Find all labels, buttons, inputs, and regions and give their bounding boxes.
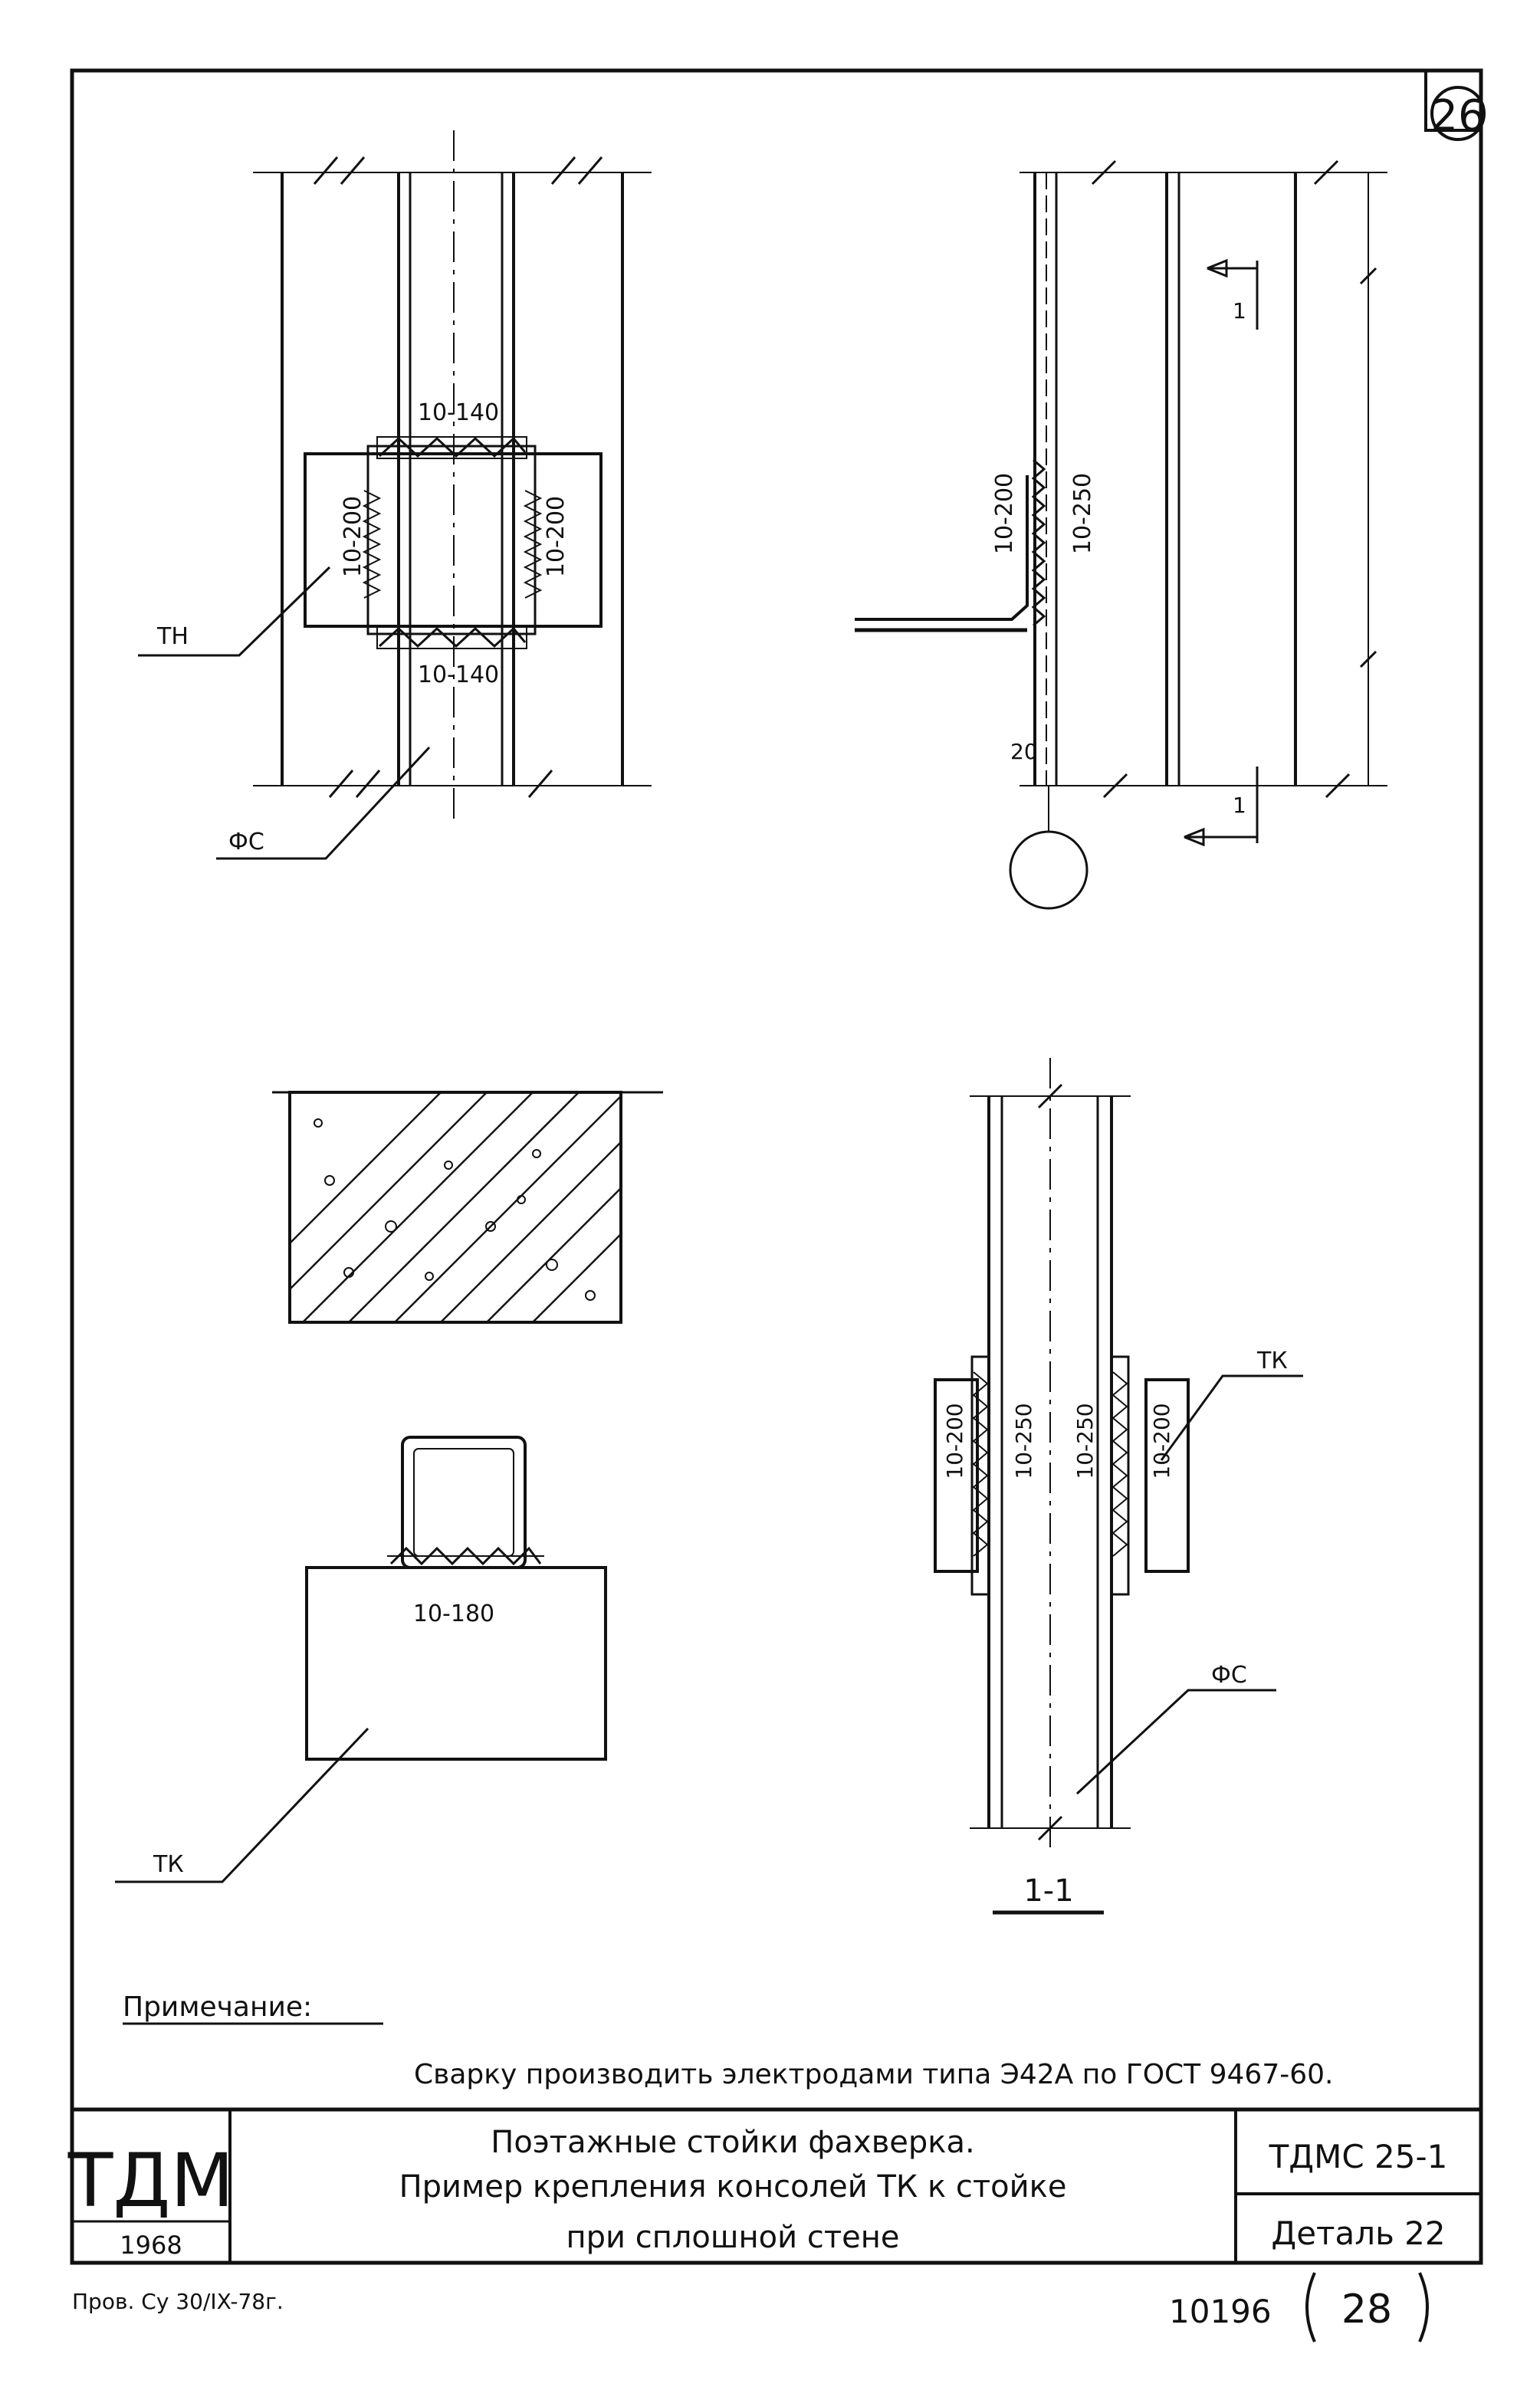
view-top-right: 10-200 10-250 20 1 1: [855, 159, 1387, 910]
axis-bubble: [1009, 830, 1089, 910]
org-year: 1968: [120, 2231, 182, 2260]
title-line-1: Поэтажные стойки фахверка.: [491, 2125, 974, 2160]
weld-label-top: 10-140: [418, 399, 499, 426]
footer: Пров. Су 30/IX-78г. 10196 28: [72, 2272, 1429, 2343]
org-logo-text: ТДМ: [67, 2138, 234, 2224]
view-top-left: 10-140 10-200 10-200 10-140 ТН ФС: [138, 130, 652, 860]
view-bottom-left: 10-180 ТК: [115, 1091, 663, 1883]
view-bottom-right: 10-200 10-250 10-250 10-200 ТК ФС 1-1: [934, 1058, 1303, 1915]
weld-label-1-1-a: 10-200: [942, 1403, 967, 1479]
dim-20: 20: [1010, 739, 1038, 764]
weld-label-tk: 10-180: [413, 1601, 494, 1627]
detail-number: Деталь 22: [1271, 2215, 1445, 2252]
section-mark-bottom: 1: [1233, 793, 1246, 818]
label-fs: ФС: [228, 829, 264, 855]
label-tk-bottom-left: ТК: [153, 1851, 184, 1878]
title-line-3: при сплошной стене: [566, 2220, 899, 2255]
weld-label-1-1-d: 10-200: [1149, 1403, 1174, 1479]
note: Примечание: Сварку производить электрода…: [123, 1991, 1333, 2090]
weld-label-right-tr: 10-250: [1069, 473, 1096, 554]
weld-label-right: 10-200: [543, 496, 570, 577]
title-block: ТДМ 1968 Поэтажные стойки фахверка. Прим…: [67, 2107, 1481, 2263]
label-th: ТН: [156, 623, 189, 650]
note-text: Сварку производить электродами типа Э42А…: [414, 2059, 1333, 2090]
sheet-border: [70, 68, 1483, 2265]
document-code: ТДМС 25-1: [1269, 2138, 1448, 2175]
check-note: Пров. Су 30/IX-78г.: [72, 2289, 284, 2314]
corner-mark: 26: [1424, 71, 1486, 141]
weld-label-left-tr: 10-200: [991, 473, 1018, 554]
label-tk-1-1: ТК: [1256, 1348, 1288, 1374]
note-heading: Примечание:: [123, 1991, 312, 2023]
archive-number: 10196: [1169, 2293, 1272, 2330]
page-number: 28: [1341, 2287, 1392, 2333]
weld-label-1-1-b: 10-250: [1011, 1403, 1036, 1479]
title-line-2: Пример крепления консолей ТК к стойке: [399, 2169, 1067, 2205]
concrete-wall-section: [288, 1091, 622, 1324]
section-title-1-1: 1-1: [1023, 1873, 1073, 1909]
tk-plate: [305, 1566, 607, 1761]
weld-label-left: 10-200: [340, 496, 366, 577]
corner-mark-text: 26: [1430, 91, 1485, 141]
label-fs-1-1: ФС: [1211, 1662, 1247, 1689]
section-mark-top: 1: [1233, 298, 1246, 323]
weld-label-1-1-c: 10-250: [1072, 1403, 1098, 1479]
weld-label-bottom: 10-140: [418, 662, 499, 688]
